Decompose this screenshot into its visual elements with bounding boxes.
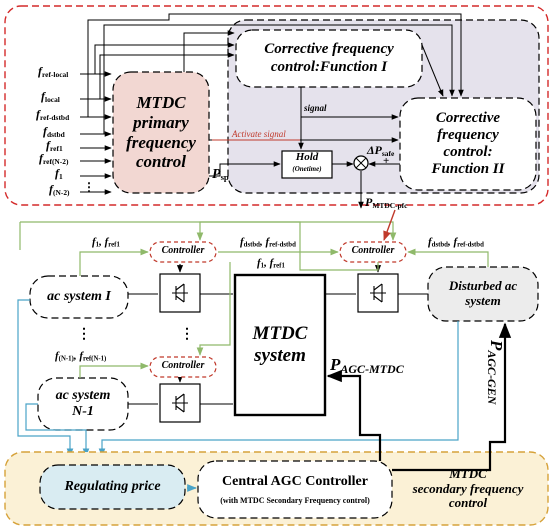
p-agc-mtdc-label: PAGC-MTDC [330, 355, 404, 376]
input-f-dstbd: fdstbd [43, 124, 65, 139]
signal-f1-fref1-top: f1, fref1 [92, 236, 120, 249]
converter-symbols [172, 283, 386, 413]
corrective-function-2-box [399, 97, 537, 191]
corrective-function-2-label: Corrective frequency control: Function I… [431, 109, 505, 178]
input-f-local: flocal [41, 89, 60, 104]
corrective-feed-lines [87, 13, 464, 209]
signal-dstbd-right: fdstbd, fref-dstbd [428, 236, 484, 249]
agc-output-arrows [326, 322, 512, 472]
mtdc-system-label: MTDC system [252, 323, 308, 366]
corrective-function-1-label: Corrective frequency control:Function I [264, 41, 394, 75]
p-agc-gen-label: PAGC-GEN [485, 340, 506, 405]
sum-plus-sign: + [383, 155, 390, 167]
signal-label: signal [304, 103, 327, 113]
secondary-control-label: MTDC secondary frequency control [412, 465, 524, 511]
pmtdc-pfc-label: PMTDC-pfc [365, 195, 408, 210]
controller-top-right-box [339, 241, 407, 263]
controller-top-left-box [149, 241, 217, 263]
delta-psafe-label: ΔPsafe [367, 143, 395, 158]
controller-top-right-label: Controller [351, 245, 395, 256]
hold-block [281, 150, 333, 179]
corrective-function-1-box [235, 29, 423, 88]
primary-input-arrows [80, 71, 112, 195]
ac-system-n1-box [37, 377, 129, 431]
controller-top-left-label: Controller [161, 245, 205, 256]
ac-system-1-label: ac system I [47, 288, 111, 304]
red-command-arrow [383, 209, 396, 241]
signal-fn1-frefn1: f(N-1), fref(N-1) [55, 350, 107, 363]
activate-signal-label: Activate signal [232, 129, 286, 139]
ac-system-1-box [29, 275, 129, 319]
signal-dstbd-middle: fdstbd, fref-dstbd [240, 236, 296, 249]
primary-control-region [4, 5, 549, 206]
ac-systems-vdots: ⋮ [77, 327, 91, 342]
input-f-ref-dstbd: fref-dstbd [36, 107, 70, 122]
regulating-price-box [39, 464, 186, 510]
controller-bottom-box [149, 356, 217, 378]
disturbed-ac-system-box [427, 266, 539, 322]
green-signal-lines [19, 221, 489, 378]
blue-links [17, 299, 459, 457]
central-agc-controller-box [197, 460, 393, 519]
primary-control-label: MTDC primary frequency control [126, 93, 196, 172]
input-f-ref1: fref1 [46, 138, 63, 153]
psp-label: Psp [212, 167, 229, 183]
input-f-1: f1 [55, 166, 63, 181]
hold-onetime-label: (Onetime) [292, 165, 322, 173]
converter-top-left [159, 273, 201, 313]
central-agc-subtitle: (with MTDC Secondary Frequency control) [220, 496, 370, 505]
regulating-price-label: Regulating price [64, 478, 161, 494]
hold-label: Hold [295, 151, 319, 163]
mtdc-system-block [233, 273, 327, 417]
input-f-ref-n2: fref(N-2) [39, 151, 69, 166]
input-ellipsis: ⋮ [83, 180, 95, 194]
signal-f1-fref1-center: f1, fref1 [257, 257, 285, 270]
ac-system-n1-label: ac system N-1 [55, 387, 111, 419]
converters-vdots: ⋮ [180, 327, 194, 342]
disturbed-ac-system-label: Disturbed ac system [448, 278, 518, 308]
input-f-ref-local: fref-local [38, 64, 69, 79]
controller-bottom-label: Controller [161, 360, 205, 371]
primary-control-block [112, 71, 210, 194]
input-f-n2: f(N-2) [49, 182, 70, 197]
central-agc-title: Central AGC Controller [222, 474, 368, 489]
